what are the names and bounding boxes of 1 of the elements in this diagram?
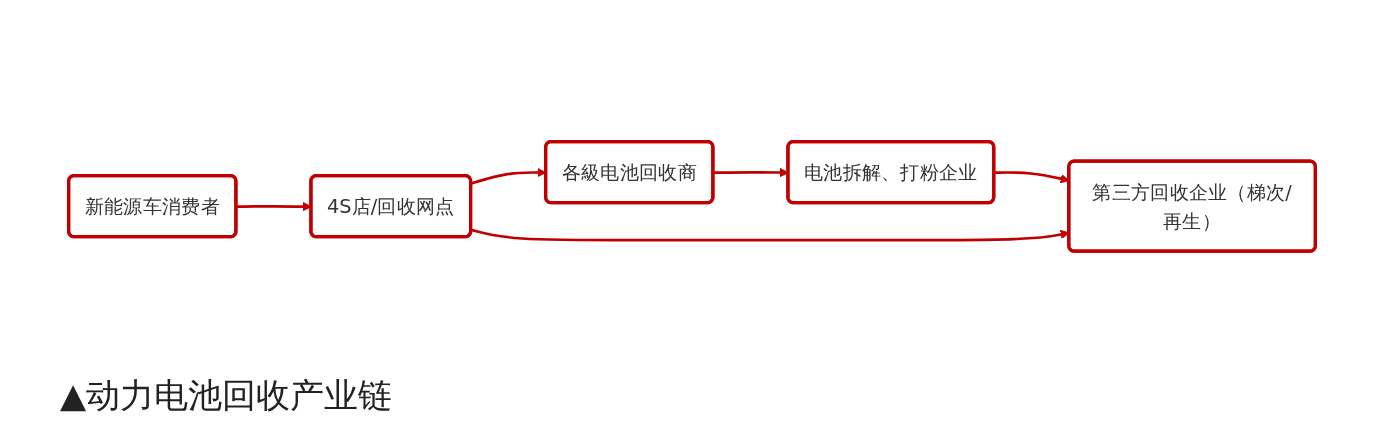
- caption: ▲动力电池回收产业链: [59, 374, 394, 417]
